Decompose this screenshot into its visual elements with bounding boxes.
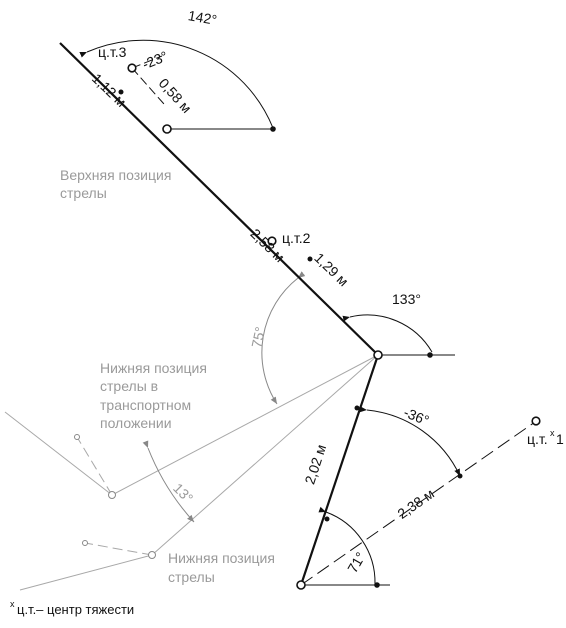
lower-boom	[299, 354, 536, 586]
angle-13-label: 13°	[170, 480, 196, 506]
svg-text:положении: положении	[100, 415, 172, 431]
svg-text:x: x	[10, 599, 15, 609]
lower-positions-lines	[4, 271, 379, 591]
dist-238-label: 2,38 м	[394, 485, 437, 521]
ct1-label: ц.т. x 1	[527, 428, 564, 447]
dist-058-label: 0,58 м	[156, 75, 195, 116]
dist-129-label: 1,29 м	[311, 250, 351, 290]
svg-text:1: 1	[556, 431, 564, 447]
svg-text:x: x	[550, 428, 555, 438]
angle-133-label: 133°	[392, 291, 421, 307]
svg-text:Нижняя позиция: Нижняя позиция	[168, 550, 275, 566]
svg-text:стрелы: стрелы	[60, 185, 107, 201]
lower-position-joints	[74, 434, 156, 559]
svg-text:стрелы: стрелы	[168, 569, 215, 585]
lower-position-caption: Нижняя позиция стрелы	[168, 550, 275, 585]
angle-142-label: 142°	[187, 7, 218, 28]
svg-text:Нижняя позиция: Нижняя позиция	[100, 360, 207, 376]
small-dots	[118, 89, 463, 588]
ct2-label: ц.т.2	[282, 230, 311, 246]
footnote: x ц.т.– центр тяжести	[10, 599, 134, 617]
ct3-label: ц.т.3	[98, 44, 127, 60]
angle-71-label: 71°	[344, 549, 368, 575]
upper-boom	[59, 39, 455, 356]
svg-text:транспортном: транспортном	[100, 397, 191, 413]
lower-transport-caption: Нижняя позиция стрелы в транспортном пол…	[100, 360, 207, 431]
svg-text:ц.т.: ц.т.	[527, 431, 548, 447]
dist-112-label: 1,12 м	[89, 70, 129, 110]
angle-75-label: 75°	[248, 325, 268, 349]
upper-position-caption: Верхняя позиция стрелы	[60, 167, 171, 201]
angle-m23-label: -23°	[140, 48, 170, 73]
svg-text:стрелы в: стрелы в	[100, 378, 158, 394]
dist-202-label: 2,02 м	[301, 442, 329, 486]
svg-text:ц.т.– центр тяжести: ц.т.– центр тяжести	[17, 602, 134, 617]
svg-text:Верхняя позиция: Верхняя позиция	[60, 167, 171, 183]
angle-m36-label: -36°	[401, 404, 431, 429]
joints	[127, 63, 541, 590]
